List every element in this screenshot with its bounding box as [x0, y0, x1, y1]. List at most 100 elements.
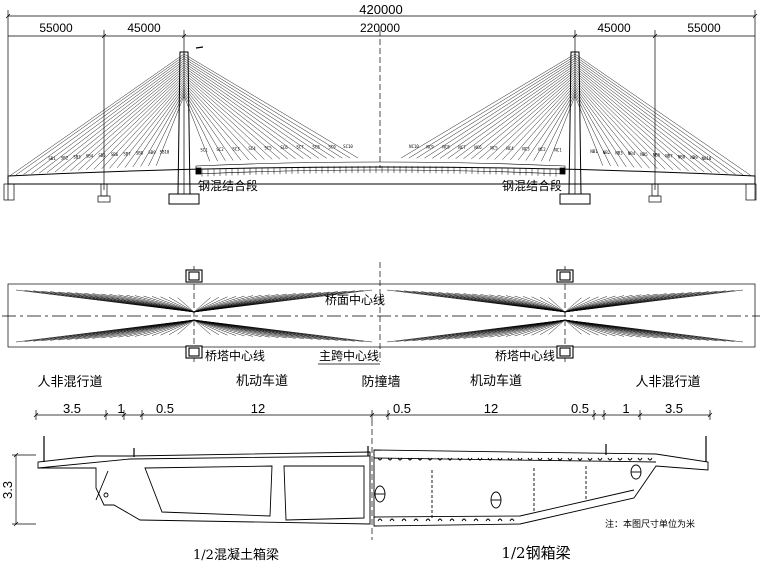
stay-cable [78, 73, 185, 171]
stay-cable [416, 58, 576, 159]
stay-cable [132, 89, 185, 168]
cable-label-nc: NC5 [490, 145, 498, 150]
stay-cable-plan [193, 295, 254, 313]
stay-cable [486, 78, 576, 160]
width-lanes-left: 12 [251, 401, 265, 416]
cable-label-sb: SB9 [148, 150, 156, 155]
stay-cable-plan [564, 319, 608, 336]
cable-label-sb: SB5 [98, 153, 106, 158]
width-median: 0.5 [393, 401, 411, 416]
stay-cable [109, 82, 185, 169]
stay-cable-plan [514, 295, 566, 313]
right-end-pier [745, 183, 757, 201]
dimension-arrow [637, 412, 643, 418]
stay-cable [183, 71, 296, 159]
cable-label-nc: NC1 [554, 148, 562, 153]
stay-cable [183, 62, 327, 159]
stay-cable [439, 64, 576, 159]
stay-cable-plan [564, 297, 591, 313]
dimension-arrow [103, 412, 109, 418]
stay-cable [574, 67, 705, 173]
cable-label-sc: SC5 [264, 145, 272, 150]
deck-centerline-label: 桥面中心线 [325, 292, 385, 307]
cable-label-sb: SB4 [86, 154, 94, 159]
left-end-pier [3, 183, 15, 201]
stay-cable-plan [193, 319, 237, 336]
deck-rib [587, 457, 593, 461]
deck-rib [407, 457, 413, 461]
cable-label-nc: NC9 [426, 144, 434, 149]
cable-label-sc: SC10 [343, 144, 353, 149]
stay-cable-plan [564, 319, 591, 335]
deck-rib [387, 457, 393, 461]
span-main: 220000 [360, 21, 400, 35]
cable-label-nc: NC2 [538, 147, 546, 152]
stay-cable [183, 78, 273, 160]
bridge-deck [7, 166, 756, 185]
span-left-side: 55000 [39, 21, 73, 35]
stay-cable-plan [109, 319, 195, 338]
bottom-rib [389, 518, 395, 522]
stay-cable [478, 75, 576, 160]
stay-cable [574, 89, 627, 168]
cable-label-sb: SB6 [111, 152, 119, 157]
stay-cable-plan [143, 295, 195, 313]
stay-cable-plan [117, 294, 195, 313]
deck-rib [607, 457, 613, 461]
stay-cable-plan [193, 319, 220, 335]
stay-cable-plan [160, 319, 195, 336]
stay-cable [471, 73, 576, 160]
bottom-rib [509, 518, 515, 522]
stay-cable-plan [177, 319, 195, 335]
stay-cable-plan [514, 319, 566, 337]
stay-cable-plan [522, 296, 566, 313]
stay-cable-plan [564, 295, 625, 313]
stay-cable [9, 53, 185, 176]
stay-cable [574, 93, 611, 167]
stay-cable [447, 67, 576, 159]
deck-rib [487, 457, 493, 461]
stay-cable-plan [564, 319, 616, 337]
stay-cable [140, 91, 185, 167]
stay-cable [93, 78, 185, 170]
stay-cable-plan [193, 294, 262, 313]
cable-label-nb: NB8 [678, 154, 686, 159]
stay-cable [424, 60, 576, 159]
stay-cable [574, 56, 744, 176]
stay-cable-plan [497, 294, 566, 313]
dimension-arrow [33, 412, 39, 418]
stay-cable [574, 58, 736, 175]
cable-label-nc: NC7 [458, 145, 466, 150]
stay-cables-plan [15, 289, 744, 343]
stay-cable-plan [564, 297, 582, 313]
stay-cable-plan [193, 319, 228, 336]
stay-cable [494, 80, 576, 160]
stay-cable [183, 67, 312, 159]
cable-label-sb: SB10 [160, 149, 170, 154]
bottom-rib [449, 518, 455, 522]
stay-cable [502, 82, 576, 160]
width-sidewalk-left: 3.5 [63, 401, 81, 416]
stay-cable-plan [193, 319, 279, 338]
stay-cable-plan [522, 319, 566, 336]
cable-label-nb: NB2 [603, 150, 611, 155]
stay-cable-plan [480, 319, 566, 338]
deck-rib [647, 457, 653, 461]
stay-cable [517, 86, 576, 161]
stay-cable [183, 75, 281, 160]
stay-cable-plan [505, 319, 566, 337]
stay-cable [574, 71, 689, 172]
deck-rib [637, 457, 643, 461]
cable-label-sc: SC7 [296, 145, 304, 150]
section-height-dimension: 3.3 [0, 481, 15, 499]
stay-cable-plan [497, 319, 566, 338]
cable-label-sc: SC2 [216, 147, 224, 152]
stay-cable [183, 73, 288, 160]
deck-rib [597, 457, 603, 461]
stay-cable-plan [564, 319, 650, 338]
stay-cable [533, 91, 576, 161]
stay-cable-plan [564, 295, 616, 313]
cable-label-sc: SC8 [312, 144, 320, 149]
stay-cable [155, 95, 185, 166]
